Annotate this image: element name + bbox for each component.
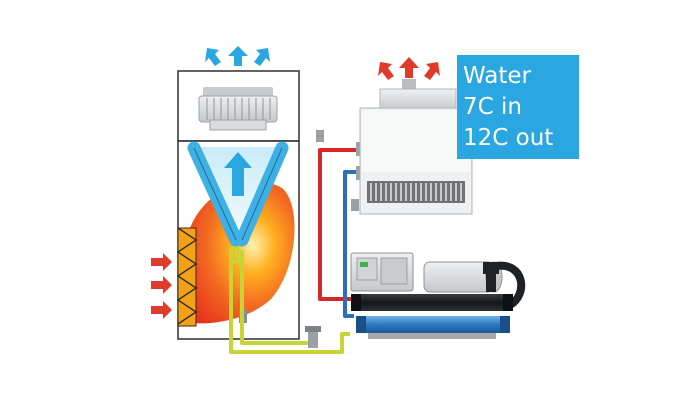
water-label-line-3: 12C out bbox=[463, 125, 554, 151]
dark-tube bbox=[351, 294, 513, 311]
chiller-unit bbox=[359, 57, 473, 215]
air-up-arrow-icon bbox=[224, 152, 252, 196]
blue-tube bbox=[356, 316, 510, 333]
hot-water-pipe bbox=[318, 148, 362, 301]
intake-louver bbox=[176, 227, 198, 327]
condenser-pipe bbox=[229, 248, 350, 354]
chiller-grille bbox=[367, 181, 465, 203]
cooling-tower bbox=[151, 46, 300, 340]
warm-air-in-arrows-icon bbox=[151, 253, 172, 319]
hot-air-out-arrows-icon bbox=[378, 57, 440, 80]
condenser-pipe-2 bbox=[240, 250, 314, 345]
air-outlet-arrows-icon bbox=[205, 46, 270, 66]
water-label-line-1: Water bbox=[463, 63, 531, 89]
control-box bbox=[350, 252, 414, 292]
fan-icon bbox=[198, 87, 278, 131]
pump bbox=[305, 326, 321, 348]
heat-exchanger-tubes bbox=[305, 252, 526, 348]
water-label-line-2: 7C in bbox=[463, 94, 522, 120]
pipes bbox=[229, 130, 364, 354]
heat-zone bbox=[185, 181, 295, 324]
water-temperature-label: Water 7C in 12C out bbox=[457, 55, 579, 159]
cold-water-pipe bbox=[343, 170, 362, 318]
